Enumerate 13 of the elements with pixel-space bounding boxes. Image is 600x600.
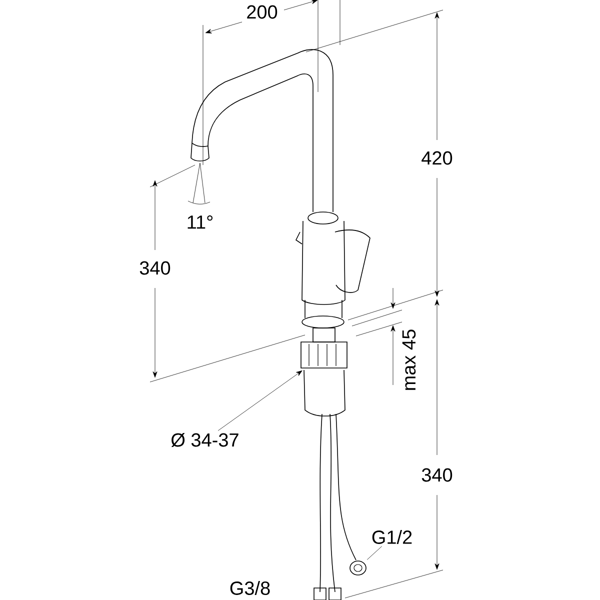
dimension-label: 200 (247, 5, 278, 19)
dimension-label: G3/8 (230, 581, 270, 595)
leader-line (366, 546, 382, 560)
leader-line (218, 370, 302, 431)
fitting-part (300, 342, 348, 368)
fitting-part (350, 560, 366, 576)
dimension-label: 11° (188, 215, 213, 229)
callout-text: G1/2 (372, 530, 412, 544)
dimension-label: 340 (422, 468, 452, 482)
dimension-label: 420 (422, 151, 452, 165)
callout-text: Ø 34-37 (171, 432, 238, 448)
dimension-label: 340 (140, 261, 170, 275)
dimension-label: max 45 (402, 330, 416, 390)
